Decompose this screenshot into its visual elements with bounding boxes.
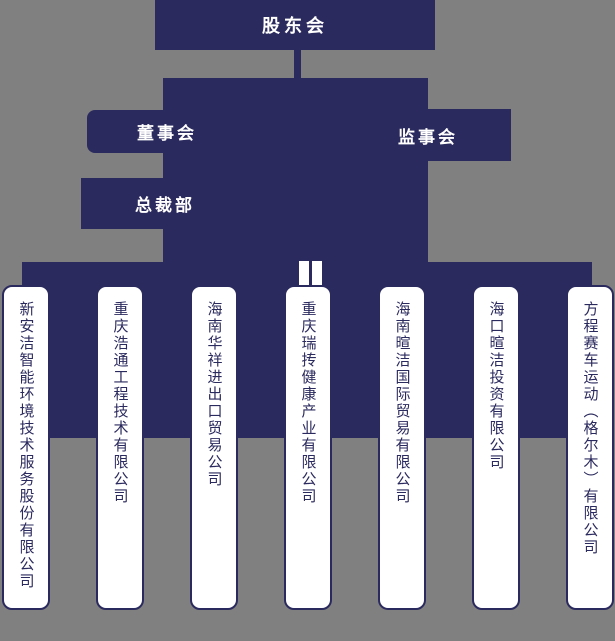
connector-central-trunk [163,78,428,262]
company-name-label: 海口暄洁投资有限公司 [487,301,505,471]
connector-root-vertical [294,50,301,79]
connector-gap-bar-right [312,261,322,287]
node-company-xinanjie: 新安洁智能环境技术服务股份有限公司 [2,285,50,610]
company-name-label: 重庆浩通工程技术有限公司 [111,301,129,505]
node-president-office-label: 总裁部 [135,196,195,215]
node-company-chongqing-haotong: 重庆浩通工程技术有限公司 [96,285,144,610]
company-name-label: 重庆瑞抟健康产业有限公司 [299,301,317,505]
company-name-label: 海南华祥进出口贸易公司 [205,301,223,488]
node-board-of-directors: 董事会 [87,110,247,153]
node-supervisory-board-label: 监事会 [398,127,458,147]
node-president-office: 总裁部 [81,178,249,229]
node-company-fangcheng-racing: 方程赛车运动（格尔木）有限公司 [566,285,614,610]
company-name-label: 方程赛车运动（格尔木）有限公司 [581,301,599,556]
node-board-of-directors-label: 董事会 [137,124,197,143]
node-company-hainan-huaxiang: 海南华祥进出口贸易公司 [190,285,238,610]
company-name-label: 新安洁智能环境技术服务股份有限公司 [17,301,35,590]
node-shareholders-meeting: 股东会 [155,0,435,50]
subsidiary-row: 新安洁智能环境技术服务股份有限公司 重庆浩通工程技术有限公司 海南华祥进出口贸易… [2,285,614,610]
connector-gap-bar-left [299,261,309,287]
node-supervisory-board: 监事会 [345,109,511,161]
node-company-haikou-xuanjie: 海口暄洁投资有限公司 [472,285,520,610]
node-company-hainan-xuanjie: 海南暄洁国际贸易有限公司 [378,285,426,610]
company-name-label: 海南暄洁国际贸易有限公司 [393,301,411,505]
node-shareholders-meeting-label: 股东会 [262,16,328,36]
node-company-chongqing-ruituan: 重庆瑞抟健康产业有限公司 [284,285,332,610]
